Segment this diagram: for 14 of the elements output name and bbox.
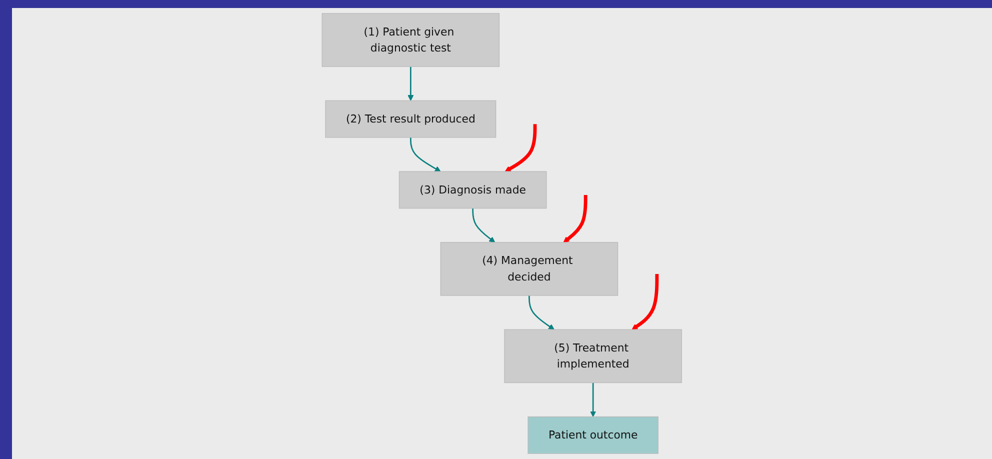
arrow <box>563 195 588 243</box>
node-box: (3) Diagnosis made <box>399 171 547 209</box>
arrow <box>472 208 496 243</box>
arrow <box>528 296 555 330</box>
node-box: (5) Treatment implemented <box>504 329 682 384</box>
arrow <box>632 274 659 330</box>
node-box: Patient outcome <box>528 416 659 454</box>
node-box: (4) Management decided <box>440 242 618 296</box>
arrow <box>590 382 596 418</box>
arrow <box>504 124 537 172</box>
arrow <box>410 137 441 172</box>
node-box: (1) Patient given diagnostic test <box>322 13 500 67</box>
node-box: (2) Test result produced <box>325 100 496 138</box>
arrow <box>408 66 414 101</box>
